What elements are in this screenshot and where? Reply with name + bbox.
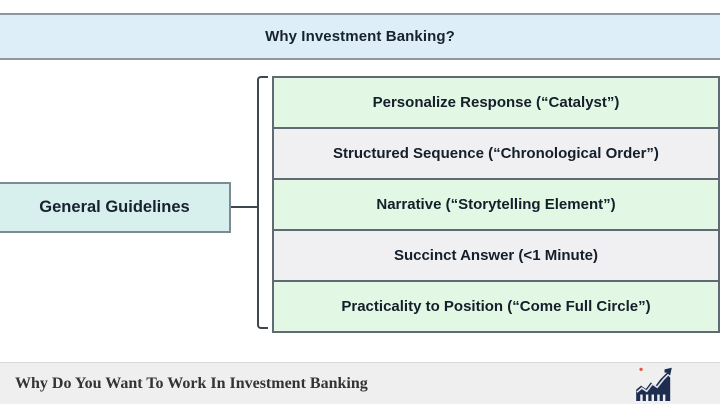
growth-chart-icon	[636, 367, 672, 401]
guideline-label: Practicality to Position (“Come Full Cir…	[341, 298, 651, 315]
footer-title: Why Do You Want To Work In Investment Ba…	[15, 374, 368, 392]
guideline-row: Narrative (“Storytelling Element”)	[274, 180, 718, 231]
guideline-row: Personalize Response (“Catalyst”)	[274, 78, 718, 129]
general-guidelines-box: General Guidelines	[0, 182, 231, 233]
guideline-label: Structured Sequence (“Chronological Orde…	[333, 145, 659, 162]
bracket-shape	[257, 76, 268, 329]
guideline-row: Succinct Answer (<1 Minute)	[274, 231, 718, 282]
guidelines-list: Personalize Response (“Catalyst”) Struct…	[272, 76, 720, 333]
guideline-row: Practicality to Position (“Come Full Cir…	[274, 282, 718, 331]
page-title: Why Investment Banking?	[265, 28, 455, 45]
guideline-row: Structured Sequence (“Chronological Orde…	[274, 129, 718, 180]
footer-bar: Why Do You Want To Work In Investment Ba…	[0, 362, 720, 404]
connector-line	[231, 206, 258, 208]
header-bar: Why Investment Banking?	[0, 13, 720, 60]
guideline-label: Succinct Answer (<1 Minute)	[393, 247, 599, 264]
general-guidelines-label: General Guidelines	[39, 198, 190, 216]
guideline-label: Narrative (“Storytelling Element”)	[376, 196, 616, 213]
guideline-label: Personalize Response (“Catalyst”)	[372, 94, 620, 111]
